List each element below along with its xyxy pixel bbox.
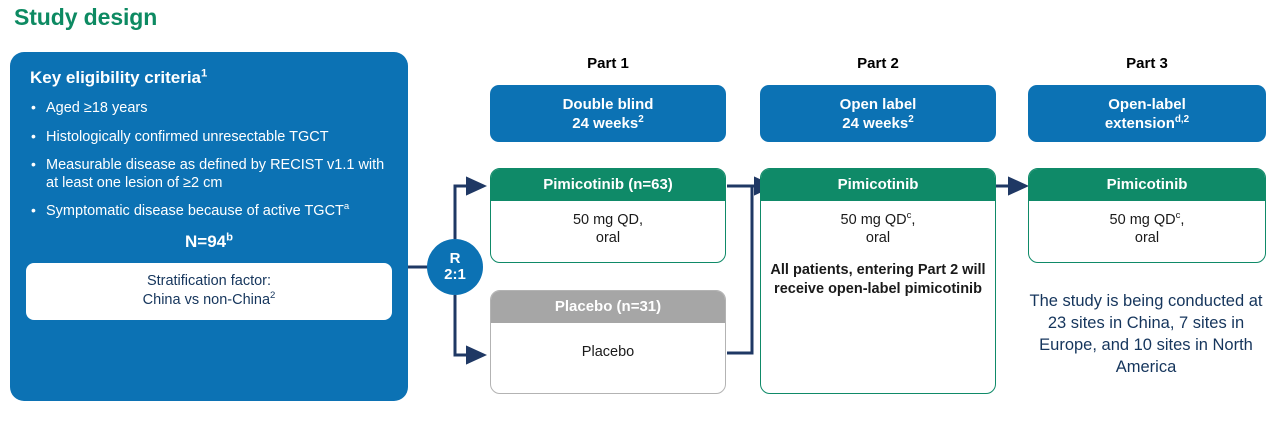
part-3-banner-line1: Open-label xyxy=(1108,95,1186,113)
criterion-text: Measurable disease as defined by RECIST … xyxy=(46,157,385,191)
stratification-factor-box: Stratification factor: China vs non-Chin… xyxy=(26,262,392,320)
part2-dose-line1-row: 50 mg QDc, xyxy=(769,211,987,229)
part-3-banner: Open-label extensiond,2 xyxy=(1028,85,1266,142)
arm-body-part1-pimicotinib: 50 mg QD, oral xyxy=(491,201,725,255)
part-2-banner-line1: Open label xyxy=(839,95,917,113)
arm-body-part2-pimicotinib: 50 mg QDc, oral All patients, entering P… xyxy=(761,201,995,306)
part-3-label: Part 3 xyxy=(1126,55,1168,72)
arm-card-part3-pimicotinib: Pimicotinib 50 mg QDc, oral xyxy=(1028,168,1266,263)
arm-header-part2-pimicotinib: Pimicotinib xyxy=(761,169,995,201)
part2-dose-tail: , xyxy=(911,212,916,228)
stratification-label: Stratification factor: xyxy=(146,272,272,289)
randomization-node: R 2:1 xyxy=(427,239,483,295)
part2-dose-line2: oral xyxy=(865,230,891,246)
eligibility-heading-superscript: 1 xyxy=(201,67,208,80)
part-1-banner-superscript: 2 xyxy=(638,113,644,125)
part-1-banner-line1: Double blind xyxy=(562,95,654,113)
part1-dose-line1: 50 mg QD, xyxy=(572,212,644,228)
part-3-banner-line2: extension xyxy=(1104,114,1175,132)
randomization-symbol: R xyxy=(449,250,461,267)
part-2-banner-superscript: 2 xyxy=(908,113,914,125)
arm-header-part1-placebo: Placebo (n=31) xyxy=(491,291,725,323)
arm-body-part1-placebo: Placebo xyxy=(491,323,725,369)
site-count-note: The study is being conducted at 23 sites… xyxy=(1029,292,1263,376)
eligibility-criteria-list: Aged ≥18 years Histologically confirmed … xyxy=(26,99,392,221)
eligibility-criterion-2: Histologically confirmed unresectable TG… xyxy=(26,128,392,147)
part1-dose-line2: oral xyxy=(595,230,621,246)
arm-card-part2-pimicotinib: Pimicotinib 50 mg QDc, oral All patients… xyxy=(760,168,996,394)
part3-dose-line1: 50 mg QD xyxy=(1109,212,1176,228)
part-3-banner-superscript: d,2 xyxy=(1174,113,1190,125)
part2-dose-superscript: c xyxy=(906,210,912,222)
criterion-superscript: a xyxy=(343,201,350,213)
arm-card-part1-placebo: Placebo (n=31) Placebo xyxy=(490,290,726,394)
randomization-ratio: 2:1 xyxy=(444,266,466,283)
part3-dose-line2: oral xyxy=(1134,230,1160,246)
part-2-banner: Open label 24 weeks2 xyxy=(760,85,996,142)
part-1-banner-line2: 24 weeks xyxy=(572,114,639,132)
eligibility-heading-text: Key eligibility criteria xyxy=(30,68,202,87)
part-2-banner-line2-row: 24 weeks2 xyxy=(840,114,917,133)
stratification-superscript: 2 xyxy=(270,289,276,301)
part-1-banner-line2-row: 24 weeks2 xyxy=(563,114,654,133)
arm-header-part1-pimicotinib: Pimicotinib (n=63) xyxy=(491,169,725,201)
eligibility-criterion-1: Aged ≥18 years xyxy=(26,99,392,118)
stratification-value: China vs non-China xyxy=(142,291,271,308)
eligibility-criterion-4: Symptomatic disease because of active TG… xyxy=(26,201,392,221)
part3-dose-line1-row: 50 mg QDc, xyxy=(1037,211,1257,229)
part-1-banner: Double blind 24 weeks2 xyxy=(490,85,726,142)
part3-dose-superscript: c xyxy=(1175,210,1181,222)
arm-header-part3-pimicotinib: Pimicotinib xyxy=(1029,169,1265,201)
arm-body-part3-pimicotinib: 50 mg QDc, oral xyxy=(1029,201,1265,255)
part-3-banner-line2-row: extensiond,2 xyxy=(1105,114,1189,133)
part-2-label: Part 2 xyxy=(857,55,899,72)
total-enrollment-value: N=94 xyxy=(185,231,227,251)
criterion-text: Histologically confirmed unresectable TG… xyxy=(46,128,329,145)
page-title: Study design xyxy=(14,4,158,30)
part1-placebo-body: Placebo xyxy=(581,344,635,360)
key-eligibility-panel: Key eligibility criteria1 Aged ≥18 years… xyxy=(10,52,408,401)
part3-dose-tail: , xyxy=(1180,212,1185,228)
total-enrollment-superscript: b xyxy=(226,230,233,243)
part-1-label: Part 1 xyxy=(587,55,629,72)
part-2-banner-line2: 24 weeks xyxy=(842,114,909,132)
criterion-text: Symptomatic disease because of active TG… xyxy=(46,203,344,219)
part2-dose-line1: 50 mg QD xyxy=(840,212,907,228)
total-enrollment: N=94b xyxy=(26,230,392,252)
stratification-value-row: China vs non-China2 xyxy=(34,289,384,310)
criterion-text: Aged ≥18 years xyxy=(46,100,148,116)
eligibility-heading: Key eligibility criteria1 xyxy=(30,68,392,88)
arm-card-part1-pimicotinib: Pimicotinib (n=63) 50 mg QD, oral xyxy=(490,168,726,263)
part2-note: All patients, entering Part 2 will recei… xyxy=(770,262,986,297)
eligibility-criterion-3: Measurable disease as defined by RECIST … xyxy=(26,156,392,192)
